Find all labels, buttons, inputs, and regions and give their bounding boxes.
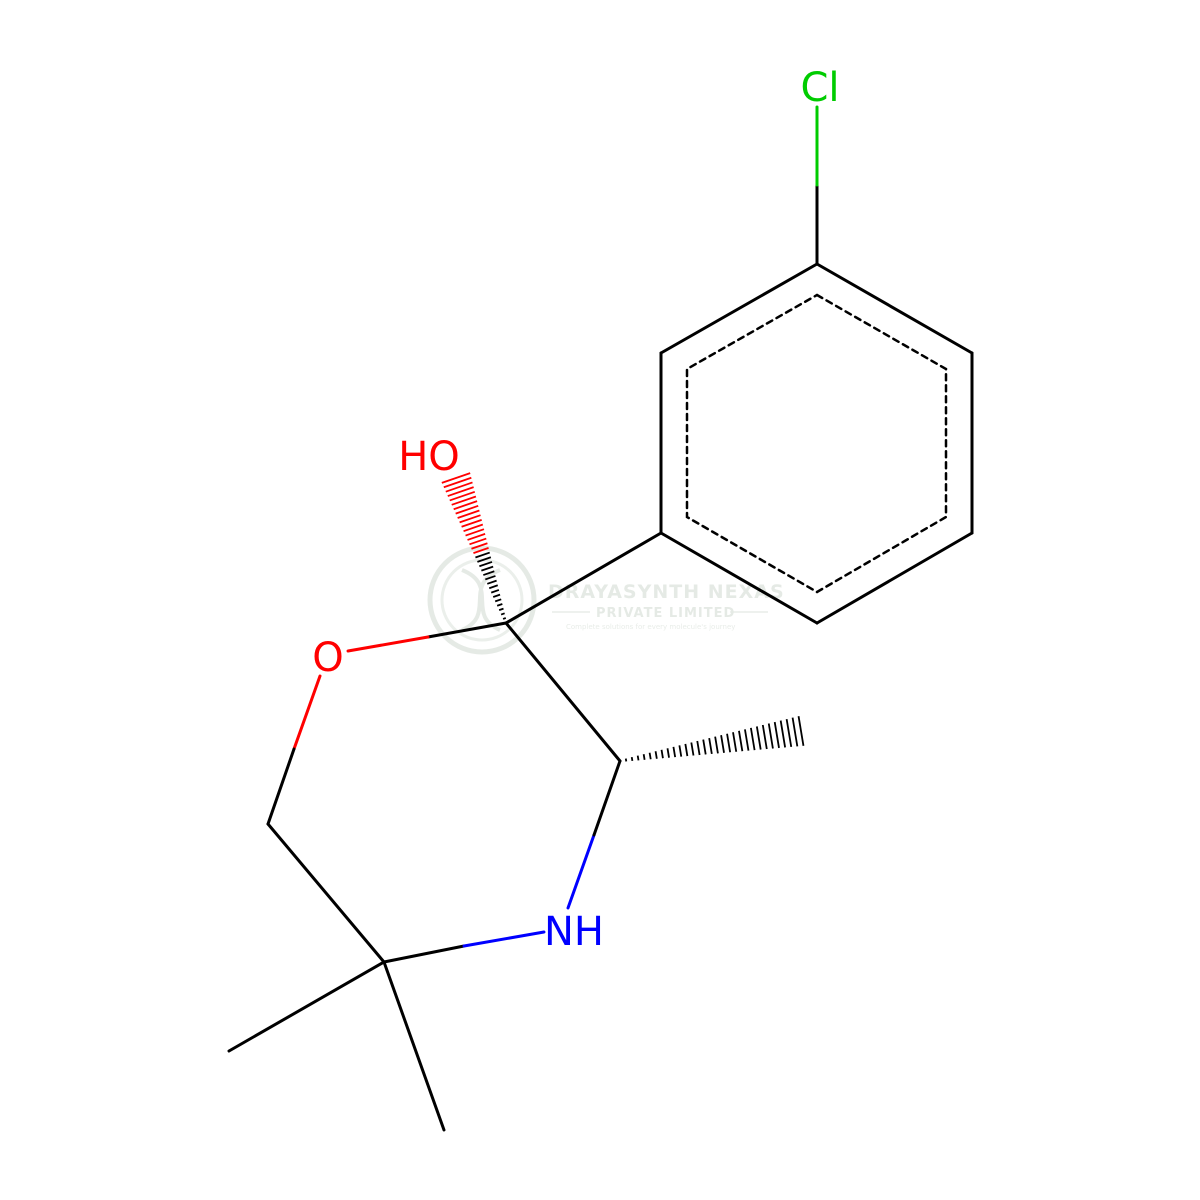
wedge-hash-line [447,486,474,497]
wedge-hash-line [785,718,793,748]
wedge-hash-line [630,756,634,762]
bond-ring-6 [659,262,819,355]
wedge-hash-line [449,490,476,502]
watermark: DRAYASYNTH NEXAS PRIVATE LIMITED Complet… [427,545,785,655]
wedge-hash-line [498,607,504,612]
wedge-hash-line [761,724,768,750]
wedge-hash-line [443,476,472,489]
wedge-hash-line [732,732,738,752]
wedge-hash-line [494,598,502,603]
bond-ch2-c5 [266,822,386,964]
wedge-hash-line [678,745,683,757]
wedge-hash-line [496,603,503,607]
watermark-company-type: PRIVATE LIMITED [596,606,735,621]
wedge-hash-line [738,730,744,752]
wedge-hash-line [469,537,487,546]
wedge-hash-line [451,495,477,506]
wedge-hash-line [473,547,489,554]
bond-ring-3 [815,531,974,625]
wedge-hash-line [767,723,774,749]
wedge-hash-line [459,514,481,524]
watermark-logo-icon [427,545,537,655]
wedge-hash-line [502,617,507,620]
wedge-hash-line [642,754,646,760]
bond-c5-methyl-a [227,960,386,1053]
wedge-hash-line [500,612,505,616]
bond-n-c3-nitrogen [566,833,596,910]
bond-ring-1 [815,262,974,355]
atom-hydroxyl-label: HO [398,434,460,480]
wedge-hash-line [441,472,471,484]
wedge-hash-line [475,551,491,559]
wedge-hash-line [504,621,508,625]
watermark-company-name: DRAYASYNTH NEXAS [548,581,785,603]
wedge-hash-line [486,579,497,585]
wedge-hash-line [684,743,689,757]
bond-c5-n-carbon [382,944,466,964]
atom-chlorine-label: Cl [800,65,839,111]
bond-aryl-c2 [504,531,663,625]
wedge-hash-line [467,533,486,541]
bond-c5-methyl-b [382,960,446,1132]
bond-c5-n-nitrogen [462,930,546,948]
wedge-hash-line [702,739,707,755]
bond-c3-c2 [504,621,622,763]
wedge-hash-line [636,755,640,761]
wedge-hash-line [660,749,664,759]
wedge-hash-line [696,740,701,756]
wedge-hash-line [654,751,658,759]
wedge-hash-line [477,556,492,563]
wedge-hash-line [488,584,499,590]
wedge-hash-line [479,561,493,568]
wedge-hash-line [492,593,501,598]
wedge-hash-line [720,735,725,753]
wedge-hash-line [445,481,473,493]
wedge-hash-line [755,726,762,750]
wedge-hash-line [455,504,479,515]
wedge-hash-line [714,736,719,754]
wedge-hash-line [750,727,756,751]
wedge-hash-line [465,528,485,537]
wedge-hash-line [672,746,677,758]
wedge-hash-line [690,742,695,756]
wedge-hash-line [457,509,480,519]
wedge-hash-line [744,729,750,751]
wedge-hash-line [666,748,670,758]
bond-c2-o-oxygen [346,635,430,653]
bond-o-ch2-carbon [266,747,296,826]
wedge-hash-line [471,542,488,550]
wedge-hash-line [463,523,484,533]
wedge-hash-line [779,720,787,748]
wedge-hash-line [485,575,496,581]
wedge-hash-line [726,733,732,753]
atom-amine-label: NH [544,909,604,955]
bonds [227,105,974,1132]
wedge-hash-line [773,721,780,749]
wedge-hash-line [483,570,495,576]
hashed-wedge-c3-methyl [618,716,805,763]
bond-o-ch2-oxygen [292,674,322,751]
hashed-wedge-c2-oh [441,472,508,625]
wedge-hash-line [648,752,652,760]
bond-ring-4 [659,531,819,625]
wedge-hash-line [797,716,805,746]
wedge-hash-line [490,589,500,594]
wedge-hash-line [708,737,713,755]
atom-ring-oxygen-label: O [312,635,343,681]
wedge-hash-line [453,500,478,511]
wedge-hash-line [481,565,494,572]
watermark-tagline: Complete solutions for every molecule's … [566,623,735,631]
bond-n-c3-carbon [592,759,622,837]
wedge-hash-line [461,518,482,528]
bond-c2-o-carbon [426,621,508,639]
aromatic-ring-inner [685,293,948,594]
wedge-hash-line [791,717,799,747]
